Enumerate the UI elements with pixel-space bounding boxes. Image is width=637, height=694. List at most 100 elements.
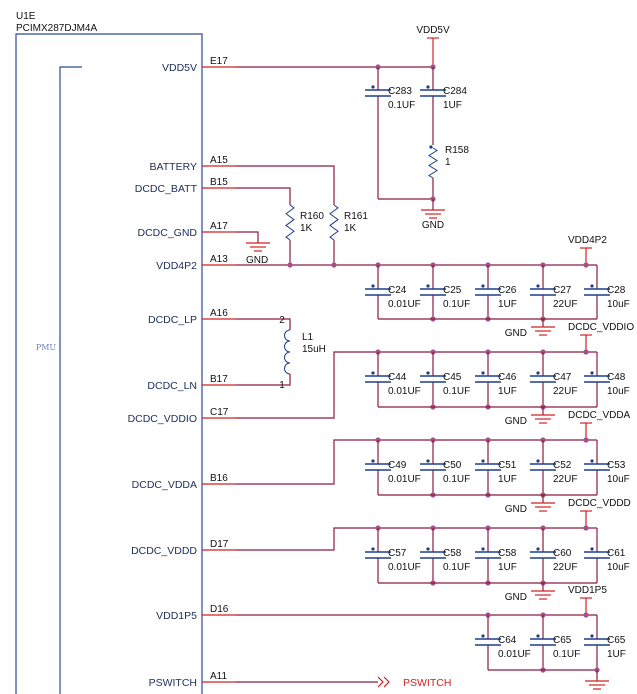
capacitor-C284 [420, 85, 446, 97]
capacitor-C61 [584, 547, 610, 559]
polarity-dot [481, 459, 485, 463]
polarity-dot [426, 284, 430, 288]
ground-label: GND [505, 416, 527, 427]
capacitor-ref: C44 [388, 372, 407, 383]
capacitor-ref: C58 [443, 548, 462, 559]
pin-number: A11 [210, 671, 227, 682]
offpage-label-pswitch: PSWITCH [403, 677, 451, 689]
capacitor-ref: C46 [498, 372, 517, 383]
polarity-dot [371, 371, 375, 375]
power-net-label: DCDC_VDDIO [568, 322, 634, 333]
capacitor-ref: C24 [388, 285, 407, 296]
pin-number: A17 [210, 221, 228, 232]
pin-number: B16 [210, 473, 228, 484]
polarity-dot [536, 634, 540, 638]
part-section-bracket [59, 66, 82, 694]
resistor-ref: R161 [344, 211, 368, 222]
pin-name-vdd1p5: VDD1P5 [156, 610, 197, 622]
capacitor-value: 0.01UF [388, 562, 421, 573]
polarity-dot [481, 634, 485, 638]
capacitor-value: 0.01UF [388, 474, 421, 485]
polarity-dot [426, 547, 430, 551]
inductor-coil [284, 340, 291, 353]
capacitor-C53 [584, 459, 610, 471]
junction-dot [583, 437, 589, 443]
wire [236, 165, 335, 205]
polarity-dot [371, 284, 375, 288]
capacitor-value: 22UF [553, 474, 577, 485]
junction-dot [331, 262, 337, 268]
capacitor-value: 0.01UF [498, 649, 531, 660]
capacitor-value: 10uF [607, 386, 630, 397]
pin-number: B15 [210, 177, 228, 188]
capacitor-ref: C61 [607, 548, 626, 559]
capacitor-value: 0.1UF [443, 562, 470, 573]
pin-number: B17 [210, 374, 228, 385]
capacitor-ref: C60 [553, 548, 572, 559]
wire [236, 527, 597, 551]
wire [378, 178, 434, 200]
capacitor-value: 0.1UF [443, 474, 470, 485]
pin-name-pswitch: PSWITCH [149, 677, 197, 689]
resistor-ref: R158 [445, 145, 469, 156]
capacitor-C26 [475, 284, 501, 296]
capacitor-C60 [530, 547, 556, 559]
capacitor-ref: C27 [553, 285, 572, 296]
power-net-label: VDD5V [416, 25, 450, 36]
capacitor-C65 [530, 634, 556, 646]
capacitor-C44 [365, 371, 391, 383]
polarity-dot [536, 459, 540, 463]
pin-number: D16 [210, 604, 229, 615]
resistor-value: 1K [300, 223, 313, 234]
capacitor-value: 22UF [553, 386, 577, 397]
capacitor-value: 22UF [553, 562, 577, 573]
polarity-dot [481, 284, 485, 288]
power-net-label: VDD4P2 [568, 235, 607, 246]
polarity-dot [426, 85, 430, 89]
capacitor-C52 [530, 459, 556, 471]
polarity-dot [371, 459, 375, 463]
polarity-dot [536, 284, 540, 288]
polarity-dot [426, 371, 430, 375]
capacitor-ref: C64 [498, 635, 517, 646]
capacitor-ref: C50 [443, 460, 462, 471]
wire [236, 231, 259, 243]
pin-name-vdd5v: VDD5V [162, 62, 197, 74]
capacitor-ref: C49 [388, 460, 407, 471]
polarity-dot [481, 547, 485, 551]
inductor-pin-number: 2 [279, 315, 285, 326]
capacitor-value: 0.01UF [388, 386, 421, 397]
capacitor-value: 0.1UF [443, 299, 470, 310]
resistor-value: 1K [344, 223, 357, 234]
capacitor-ref: C52 [553, 460, 572, 471]
pin-name-dcdc_lp: DCDC_LP [148, 314, 197, 326]
capacitor-C45 [420, 371, 446, 383]
resistor-symbol [285, 204, 295, 241]
polarity-dot [590, 371, 594, 375]
pin-number: C17 [210, 407, 229, 418]
part-body [15, 33, 203, 694]
ground-label: GND [505, 504, 527, 515]
pin-name-vdd4p2: VDD4P2 [156, 260, 197, 272]
capacitor-C27 [530, 284, 556, 296]
capacitor-C58 [475, 547, 501, 559]
capacitor-ref: C51 [498, 460, 517, 471]
pin-number: D17 [210, 539, 229, 550]
polarity-dot [590, 634, 594, 638]
wire [236, 351, 597, 419]
capacitor-ref: C26 [498, 285, 517, 296]
capacitor-C48 [584, 371, 610, 383]
capacitor-value: 0.01UF [388, 299, 421, 310]
pin-name-dcdc_gnd: DCDC_GND [137, 227, 197, 239]
capacitor-value: 1UF [498, 474, 517, 485]
capacitor-ref: C58 [498, 548, 517, 559]
capacitor-C58 [420, 547, 446, 559]
part-name: PCIMX287DJM4A [16, 23, 97, 34]
junction-dot [287, 262, 293, 268]
polarity-dot [590, 459, 594, 463]
capacitor-C25 [420, 284, 446, 296]
offpage-connector-icon [377, 676, 390, 688]
capacitor-value: 22UF [553, 299, 577, 310]
polarity-dot [371, 547, 375, 551]
junction-dot [583, 612, 589, 618]
